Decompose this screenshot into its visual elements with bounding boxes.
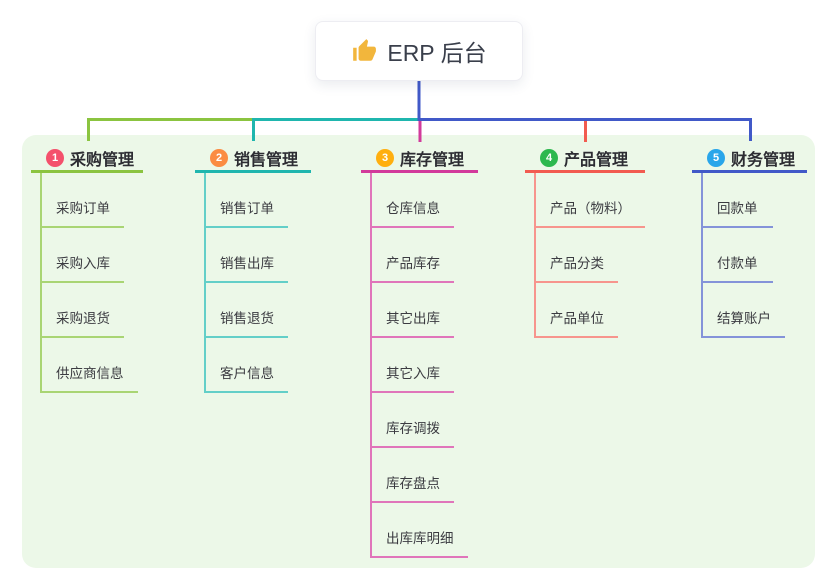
branch-badge-5: 5 bbox=[707, 149, 725, 167]
branch-subtree: 产品（物料） 产品分类 产品单位 bbox=[534, 173, 645, 338]
branch-subtree: 回款单 付款单 结算账户 bbox=[701, 173, 807, 338]
branch-title-inventory[interactable]: 3 库存管理 bbox=[361, 148, 478, 173]
node-item[interactable]: 回款单 bbox=[701, 173, 773, 228]
branch-subtree: 销售订单 销售出库 销售退货 客户信息 bbox=[204, 173, 311, 393]
node-item[interactable]: 结算账户 bbox=[701, 283, 785, 338]
branch-product: 4 产品管理 产品（物料） 产品分类 产品单位 bbox=[525, 148, 645, 338]
branch-badge-1: 1 bbox=[46, 149, 64, 167]
node-item[interactable]: 供应商信息 bbox=[40, 338, 138, 393]
node-item[interactable]: 仓库信息 bbox=[370, 173, 454, 228]
branch-title-product[interactable]: 4 产品管理 bbox=[525, 148, 645, 173]
branch-subtree: 仓库信息 产品库存 其它出库 其它入库 库存调拨 库存盘点 出库库明细 bbox=[370, 173, 478, 558]
branch-title-label: 库存管理 bbox=[400, 152, 465, 169]
branch-title-purchase[interactable]: 1 采购管理 bbox=[31, 148, 143, 173]
thumbs-up-icon bbox=[353, 39, 377, 61]
branch-badge-4: 4 bbox=[540, 149, 558, 167]
branch-purchase: 1 采购管理 采购订单 采购入库 采购退货 供应商信息 bbox=[31, 148, 143, 393]
node-item[interactable]: 产品单位 bbox=[534, 283, 618, 338]
node-item[interactable]: 采购入库 bbox=[40, 228, 124, 283]
root-node-label: ERP 后台 bbox=[387, 40, 487, 66]
branch-subtree: 采购订单 采购入库 采购退货 供应商信息 bbox=[40, 173, 143, 393]
node-item[interactable]: 产品分类 bbox=[534, 228, 618, 283]
branch-sales: 2 销售管理 销售订单 销售出库 销售退货 客户信息 bbox=[195, 148, 311, 393]
branches-panel bbox=[22, 135, 815, 568]
node-item[interactable]: 销售退货 bbox=[204, 283, 288, 338]
node-item[interactable]: 其它入库 bbox=[370, 338, 454, 393]
node-item[interactable]: 采购退货 bbox=[40, 283, 124, 338]
node-item[interactable]: 产品（物料） bbox=[534, 173, 645, 228]
node-item[interactable]: 采购订单 bbox=[40, 173, 124, 228]
node-item[interactable]: 付款单 bbox=[701, 228, 773, 283]
node-item[interactable]: 库存盘点 bbox=[370, 448, 454, 503]
branch-title-finance[interactable]: 5 财务管理 bbox=[692, 148, 807, 173]
root-node[interactable]: ERP 后台 bbox=[315, 21, 523, 81]
node-item[interactable]: 销售订单 bbox=[204, 173, 288, 228]
branch-title-label: 财务管理 bbox=[731, 152, 796, 169]
node-item[interactable]: 客户信息 bbox=[204, 338, 288, 393]
branch-badge-3: 3 bbox=[376, 149, 394, 167]
node-item[interactable]: 其它出库 bbox=[370, 283, 454, 338]
branch-finance: 5 财务管理 回款单 付款单 结算账户 bbox=[692, 148, 807, 338]
node-item[interactable]: 产品库存 bbox=[370, 228, 454, 283]
node-item[interactable]: 出库库明细 bbox=[370, 503, 468, 558]
branch-title-sales[interactable]: 2 销售管理 bbox=[195, 148, 311, 173]
branch-title-label: 采购管理 bbox=[70, 152, 135, 169]
branch-badge-2: 2 bbox=[210, 149, 228, 167]
branch-title-label: 产品管理 bbox=[564, 152, 629, 169]
node-item[interactable]: 销售出库 bbox=[204, 228, 288, 283]
node-item[interactable]: 库存调拨 bbox=[370, 393, 454, 448]
branch-inventory: 3 库存管理 仓库信息 产品库存 其它出库 其它入库 库存调拨 库存盘点 出库库… bbox=[361, 148, 478, 558]
branch-title-label: 销售管理 bbox=[234, 152, 299, 169]
